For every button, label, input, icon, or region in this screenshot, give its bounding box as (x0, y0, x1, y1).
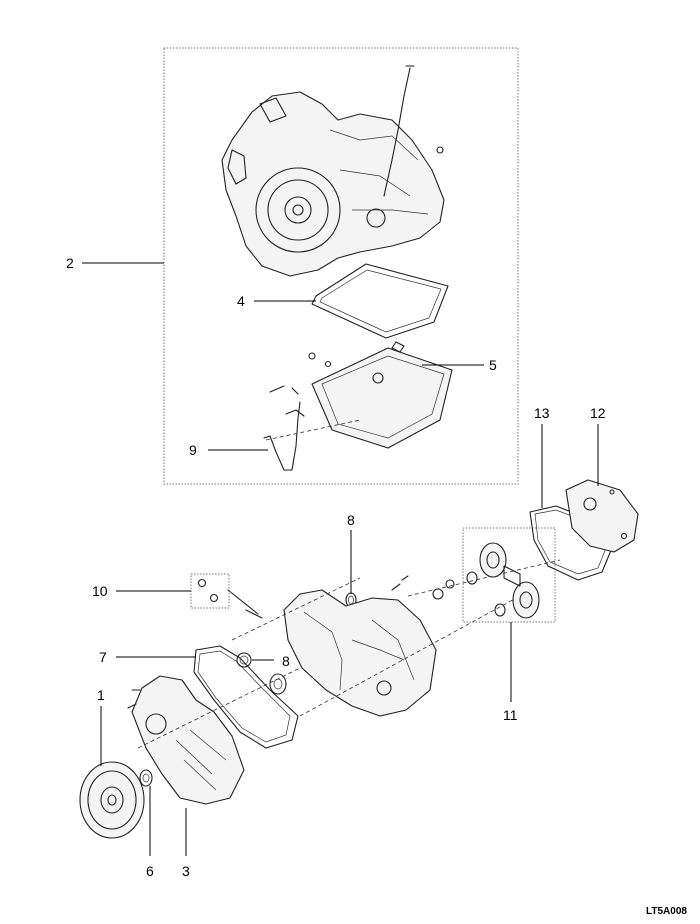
callout-7: 7 (99, 649, 107, 665)
housing-gasket (193, 645, 299, 749)
callout-4: 4 (237, 293, 245, 309)
callout-9: 9 (189, 442, 197, 458)
assembly-line-d (407, 559, 561, 597)
callout-3: 3 (182, 863, 190, 879)
side-cover-gasket (529, 505, 613, 581)
bolt-set (197, 578, 263, 619)
bolt-set-box (190, 573, 230, 609)
callout-13: 13 (534, 405, 550, 421)
assembly-line-e (265, 419, 361, 441)
callout-6: 6 (146, 863, 154, 879)
callout-5: 5 (489, 357, 497, 373)
transaxle-assembly-illustration (221, 65, 445, 277)
callout-12: 12 (590, 405, 606, 421)
callout-8-lower: 8 (282, 653, 290, 669)
gear-set-frame (462, 527, 556, 623)
filler-tube (263, 401, 305, 471)
oil-seal (139, 769, 153, 787)
oil-pan-gasket (311, 263, 449, 339)
callout-2: 2 (66, 255, 74, 271)
callout-10: 10 (92, 583, 108, 599)
side-cover (565, 479, 639, 553)
seal-ring-lower (236, 652, 252, 668)
assembly-line-b (231, 577, 361, 641)
torque-converter (79, 761, 145, 839)
oil-pan (269, 341, 453, 449)
assembly-line-a (137, 667, 301, 749)
callout-11: 11 (503, 707, 518, 723)
converter-housing (127, 675, 245, 805)
transaxle-assembly-frame (163, 47, 519, 485)
callout-1: 1 (97, 687, 105, 703)
callout-8-upper: 8 (347, 512, 355, 528)
figure-code: LT5A008 (646, 906, 687, 917)
transaxle-case (283, 575, 437, 717)
bearing (269, 673, 287, 695)
gear-set (432, 542, 540, 619)
